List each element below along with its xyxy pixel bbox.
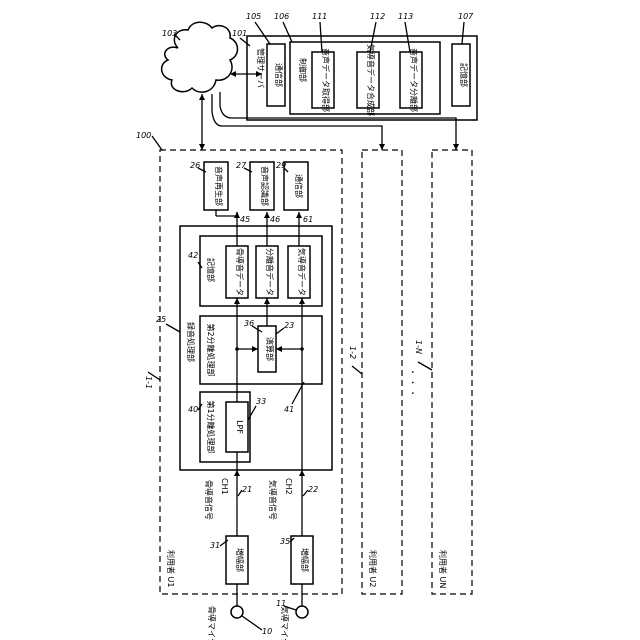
ref-112: 112	[370, 12, 385, 21]
air-mic-label: 気導マイク	[280, 606, 290, 640]
ref-33: 33	[256, 397, 266, 406]
management-server-label: 管理サーバ	[256, 48, 266, 88]
bone-data-label: 骨導音データ	[235, 248, 245, 296]
air-data-label: 気導音データ	[297, 248, 307, 296]
ref-10: 10	[262, 627, 272, 636]
calc-label: 演算部	[265, 337, 275, 361]
ref-23: 23	[284, 321, 294, 330]
air-synth-label: 気導音データ合成部	[366, 44, 376, 116]
ref-101: 101	[232, 29, 247, 38]
user-u1-label: 利用者 U1	[166, 550, 176, 588]
ref-1-1: 1-1	[144, 376, 153, 389]
ref-106: 106	[274, 12, 289, 21]
ref-113: 113	[398, 12, 413, 21]
ref-100: 100	[136, 131, 151, 140]
ref-1-N: 1-N	[414, 340, 423, 354]
ref-111: 111	[312, 12, 327, 21]
user-terminal-1-2	[362, 150, 402, 594]
ref-21: 21	[242, 485, 252, 494]
air-conduction-mic	[296, 606, 308, 618]
ref-107: 107	[458, 12, 474, 21]
ref-1-2: 1-2	[348, 346, 357, 359]
bone-conduction-mic	[231, 606, 243, 618]
ref-45: 45	[240, 215, 250, 224]
ref-41: 41	[284, 405, 294, 414]
control-label: 制御部	[298, 58, 308, 82]
voice-sep-label: 音声データ分離部	[409, 48, 419, 112]
voice-acq-label: 音声データ取得部	[321, 48, 331, 112]
voice-play-label: 音声再生部	[214, 166, 224, 206]
ref-25: 25	[156, 315, 166, 324]
ref-42: 42	[188, 251, 198, 260]
air-amp-label: 増幅部	[300, 548, 310, 572]
ref-31: 31	[210, 541, 220, 550]
ref-22: 22	[308, 485, 318, 494]
ref-103: 103	[162, 29, 177, 38]
ch2-label: CH2	[284, 478, 293, 495]
second-separation-label: 第2分離処理部	[206, 323, 216, 376]
user-un-label: 利用者 UN	[438, 550, 448, 588]
server-storage-label: 記憶部	[459, 63, 469, 87]
ellipsis-dots: ・ ・ ・	[408, 368, 417, 397]
ref-35: 35	[280, 537, 290, 546]
voice-recog-label: 音声認識部	[260, 166, 270, 206]
bone-signal-label: 骨導音信号	[204, 480, 214, 520]
sep-data-label: 分離音データ	[265, 248, 275, 296]
ref-46: 46	[270, 215, 280, 224]
first-separation-label: 第1分離処理部	[206, 400, 216, 453]
comm-label: 通信部	[294, 174, 304, 198]
bone-amp-label: 増幅部	[235, 548, 245, 572]
user-terminal-1-N	[432, 150, 472, 594]
server-comm-label: 通信部	[274, 63, 284, 87]
lpf-label: LPF	[235, 420, 244, 434]
ref-40: 40	[188, 405, 198, 414]
air-signal-label: 気導音信号	[268, 480, 278, 520]
recording-processor-label: 録音処理部	[186, 322, 196, 362]
ref-105: 105	[246, 12, 261, 21]
user-u2-label: 利用者 U2	[368, 550, 378, 588]
ch1-label: CH1	[220, 478, 229, 495]
ref-61: 61	[303, 215, 313, 224]
storage-label: 記憶部	[206, 258, 216, 282]
bone-mic-label: 骨導マイク	[207, 606, 217, 640]
